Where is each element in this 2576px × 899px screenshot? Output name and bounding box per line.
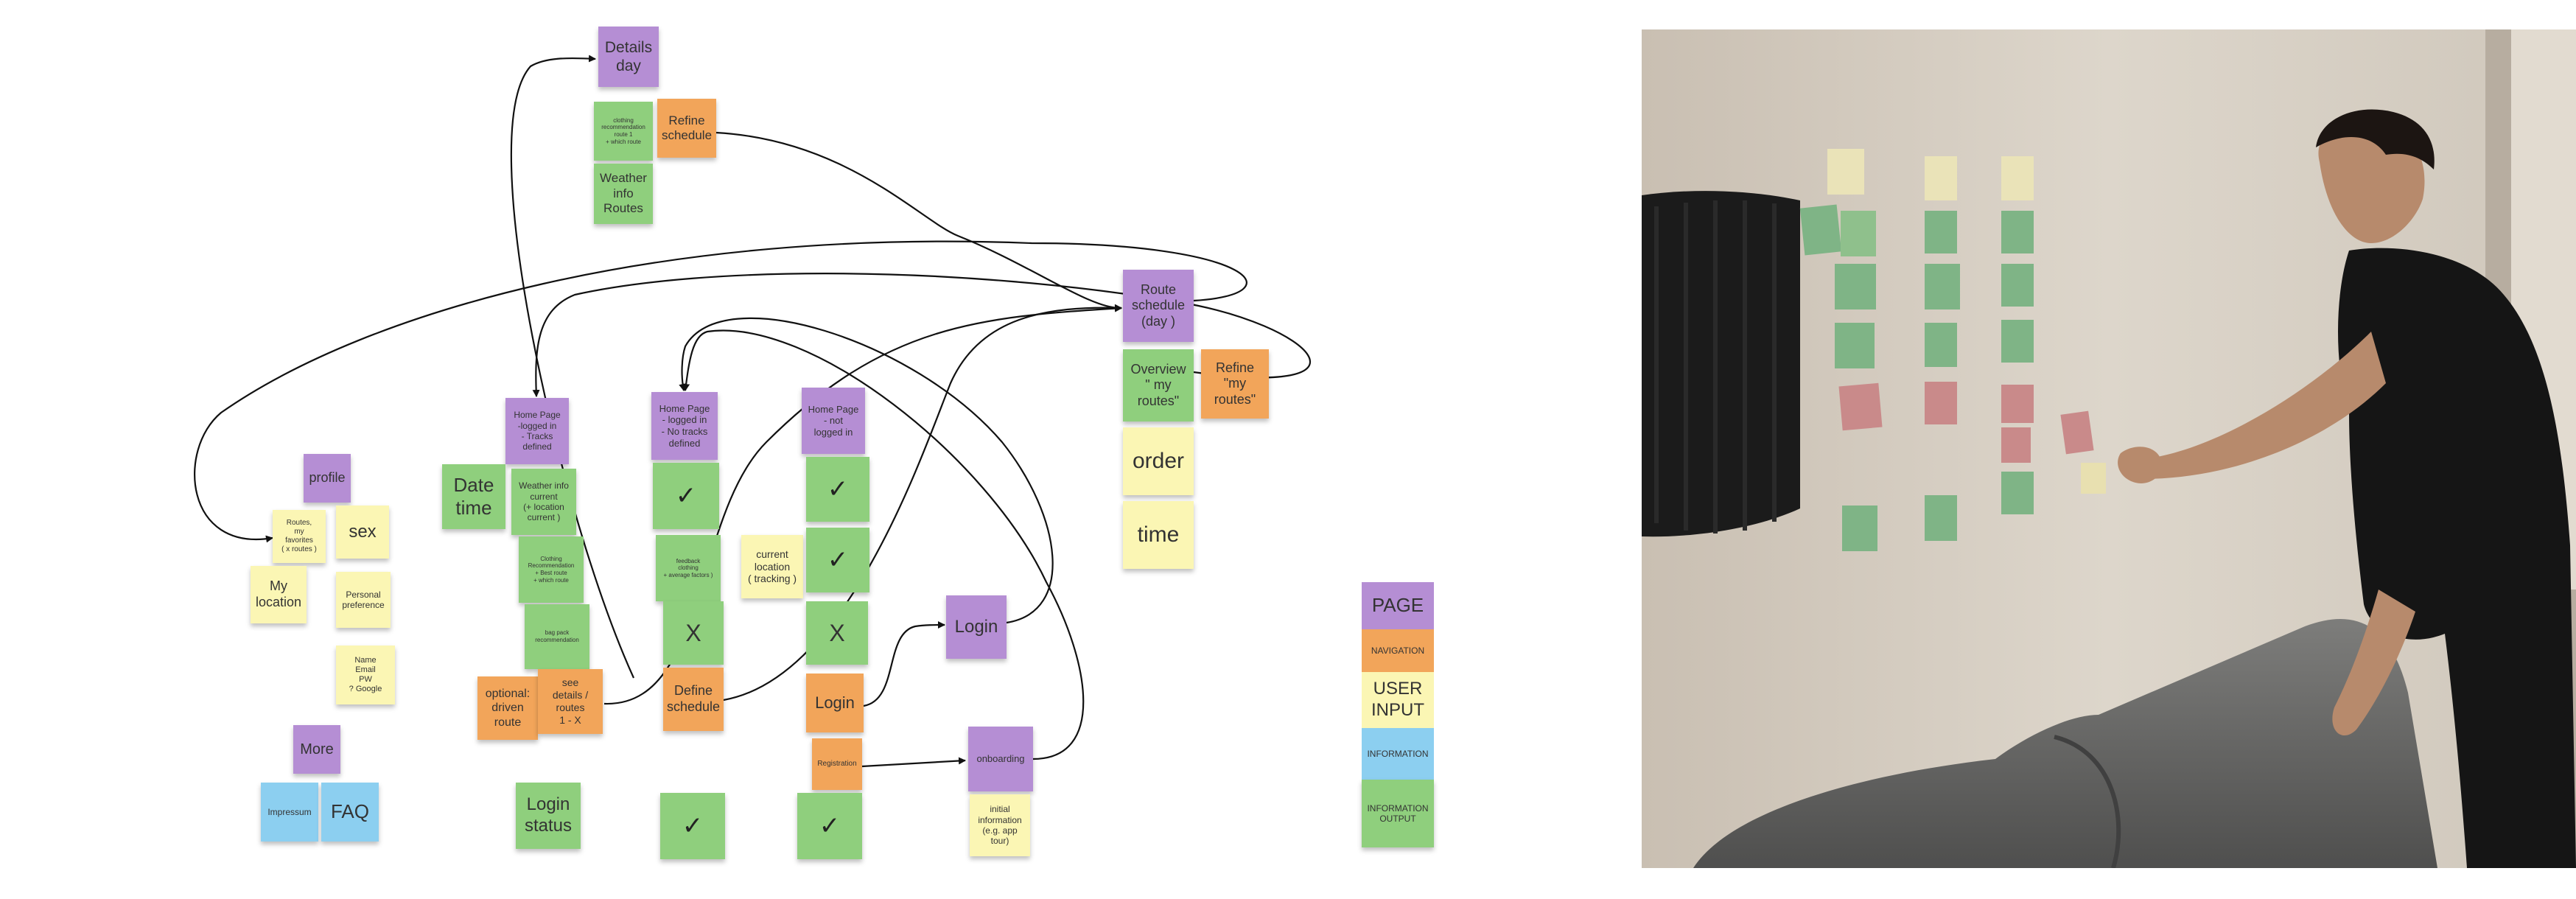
note-check-4[interactable]: ✓	[806, 528, 869, 592]
person	[2118, 109, 2576, 868]
sofa	[1693, 619, 2437, 868]
note-x-1[interactable]: X	[663, 601, 724, 665]
note-check-5[interactable]: ✓	[797, 793, 862, 859]
note-date-time[interactable]: Date time	[442, 464, 505, 529]
legend-information: INFORMATION	[1362, 728, 1434, 780]
note-registration[interactable]: Registration	[812, 738, 862, 790]
note-see-details-routes[interactable]: see details / routes 1 - X	[538, 669, 603, 734]
arrow-define-schedule-to-route-schedule	[723, 304, 1122, 702]
note-sex[interactable]: sex	[336, 506, 389, 559]
note-impressum[interactable]: Impressum	[261, 783, 318, 842]
legend-user-input: USER INPUT	[1362, 672, 1434, 728]
note-login-page[interactable]: Login	[946, 595, 1007, 659]
note-more[interactable]: More	[293, 725, 340, 774]
note-current-location[interactable]: current location ( tracking )	[741, 535, 803, 598]
note-define-schedule[interactable]: Define schedule	[663, 668, 724, 731]
note-check-2[interactable]: ✓	[660, 793, 725, 859]
note-login-status[interactable]: Login status	[516, 783, 581, 849]
wall-photo	[1642, 29, 2576, 868]
note-order[interactable]: order	[1123, 427, 1194, 495]
arrow-refine-to-route-schedule	[715, 131, 1122, 312]
note-personal-preference[interactable]: Personal preference	[336, 572, 391, 628]
note-details-day[interactable]: Details day	[598, 27, 659, 87]
wall-sticky-notes	[1799, 149, 2106, 551]
photo-illustration	[1642, 29, 2576, 868]
note-overview-my-routes[interactable]: Overview " my routes"	[1123, 349, 1194, 421]
legend-information-output: INFORMATION OUTPUT	[1362, 780, 1434, 847]
note-home-not-logged-in[interactable]: Home Page - not logged in	[802, 388, 865, 454]
note-weather-info-current[interactable]: Weather info current (+ location current…	[511, 469, 576, 535]
sticky-note-board: Details day clothing recommendation rout…	[194, 27, 1434, 859]
note-check-3[interactable]: ✓	[806, 457, 869, 522]
legend-page: PAGE	[1362, 582, 1434, 629]
note-feedback[interactable]: feedback clothing + average factors )	[656, 535, 721, 601]
note-initial-information[interactable]: initial information (e.g. app tour)	[970, 794, 1030, 856]
note-optional-driven-route[interactable]: optional: driven route	[477, 676, 538, 740]
arrow-route-loop-to-home-tracks	[532, 273, 1312, 397]
note-faq[interactable]: FAQ	[321, 783, 379, 842]
arrow-route-to-profile-routes	[194, 240, 1247, 543]
note-refine-schedule[interactable]: Refine schedule	[657, 99, 716, 158]
note-x-2[interactable]: X	[806, 601, 868, 665]
note-onboarding[interactable]: onboarding	[968, 727, 1033, 791]
note-login-button[interactable]: Login	[806, 674, 864, 732]
note-clothing-recommendation-top[interactable]: clothing recommendation route 1 + which …	[594, 102, 653, 161]
note-name-email[interactable]: Name Email PW ? Google	[336, 646, 395, 704]
note-clothing-recommendation[interactable]: Clothing Recommendation + Best route + w…	[519, 536, 584, 603]
note-weather-info-routes[interactable]: Weather info Routes	[594, 164, 653, 224]
note-my-location[interactable]: My location	[251, 566, 307, 623]
lamp-shade	[1642, 191, 1800, 537]
note-refine-my-routes[interactable]: Refine "my routes"	[1201, 349, 1269, 419]
note-route-schedule[interactable]: Route schedule (day )	[1123, 270, 1194, 342]
note-time[interactable]: time	[1123, 501, 1194, 569]
arrow-registration-to-onboarding	[861, 757, 966, 768]
note-profile[interactable]: profile	[304, 454, 351, 503]
note-home-logged-in-no-tracks[interactable]: Home Page - logged in - No tracks define…	[651, 392, 718, 460]
arrow-login-orange-to-login-purple	[863, 621, 945, 707]
note-check-1[interactable]: ✓	[653, 463, 719, 529]
note-bag-pack[interactable]: bag pack recommendation	[525, 604, 589, 669]
note-home-logged-in-tracks[interactable]: Home Page -logged in - Tracks defined	[505, 398, 569, 464]
legend-navigation: NAVIGATION	[1362, 629, 1434, 672]
note-routes-favorites[interactable]: Routes, my favorites ( x routes )	[273, 510, 326, 563]
